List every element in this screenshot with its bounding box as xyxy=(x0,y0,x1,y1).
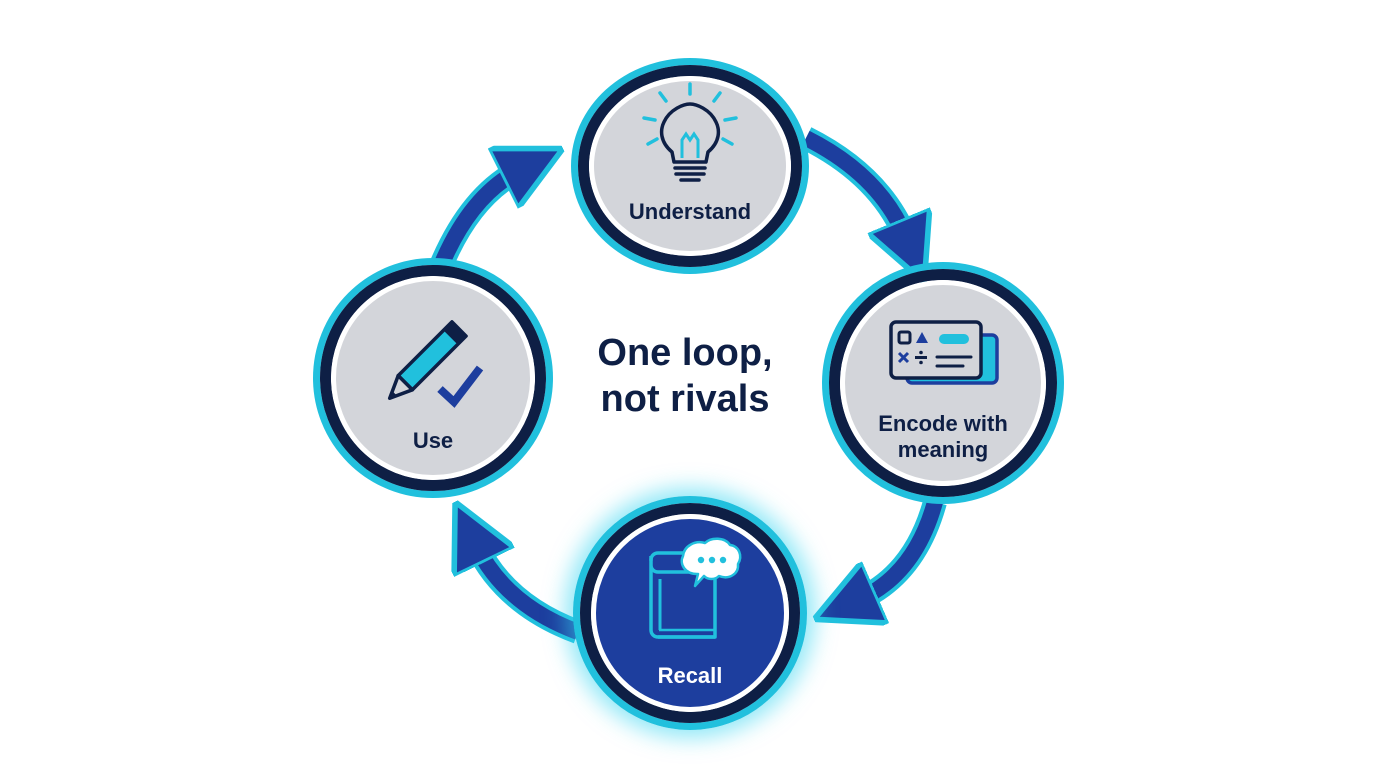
center-title: One loop, not rivals xyxy=(535,330,835,422)
node-label-understand: Understand xyxy=(628,199,752,224)
node-use: Use xyxy=(313,258,553,498)
node-encode: Encode with meaning xyxy=(822,262,1064,504)
node-label-encode-line2: meaning xyxy=(897,437,989,462)
arrow-use-to-understand xyxy=(428,170,520,273)
node-label-use: Use xyxy=(412,428,454,453)
arrow-encode-to-recall xyxy=(858,498,947,600)
center-title-line1: One loop, xyxy=(597,332,773,374)
flashcards-icon xyxy=(889,320,999,385)
center-title-line2: not rivals xyxy=(600,378,770,420)
book-speech-bubble-icon xyxy=(649,537,742,639)
pencil-checkmark-icon xyxy=(387,320,484,408)
node-understand: Understand xyxy=(571,58,809,274)
node-recall: Recall xyxy=(573,496,807,730)
node-label-encode-line1: Encode with xyxy=(878,411,1008,436)
node-label-recall: Recall xyxy=(657,663,723,688)
arrow-understand-to-encode xyxy=(800,127,906,238)
lightbulb-icon xyxy=(642,82,738,182)
arrow-recall-to-use xyxy=(476,545,583,644)
